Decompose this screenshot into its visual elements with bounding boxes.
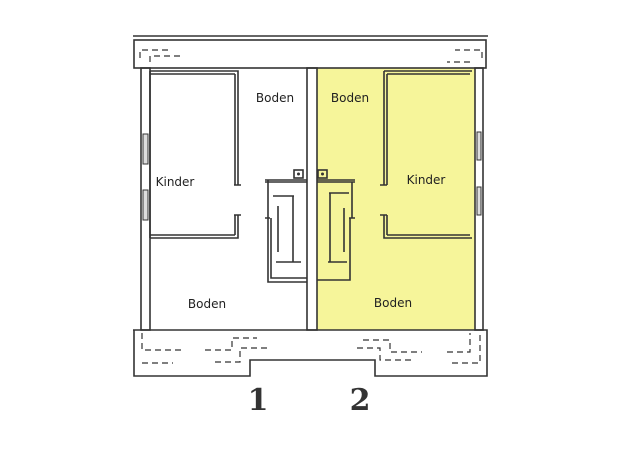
- unit-2-number: 2: [350, 383, 371, 418]
- unit-1-stairs: [265, 169, 307, 283]
- unit-2-child-room-label: Kinder: [407, 173, 446, 187]
- unit-2-stairs: [317, 169, 355, 281]
- unit-1-child-room-walls: [149, 70, 241, 239]
- unit-2-highlight: [317, 68, 475, 330]
- unit-2-child-room-walls: [380, 70, 472, 239]
- unit-2-bottom-room-label: Boden: [374, 296, 412, 310]
- bottom-eave: [133, 329, 488, 377]
- party-wall: [306, 67, 318, 331]
- unit-1-child-room-label: Kinder: [156, 175, 195, 189]
- unit-1-top-room-label: Boden: [256, 91, 294, 105]
- unit-1-bottom-room-label: Boden: [188, 297, 226, 311]
- top-eave: [133, 35, 488, 69]
- unit-1-number: 1: [248, 383, 269, 418]
- unit-2-top-room-label: Boden: [331, 91, 369, 105]
